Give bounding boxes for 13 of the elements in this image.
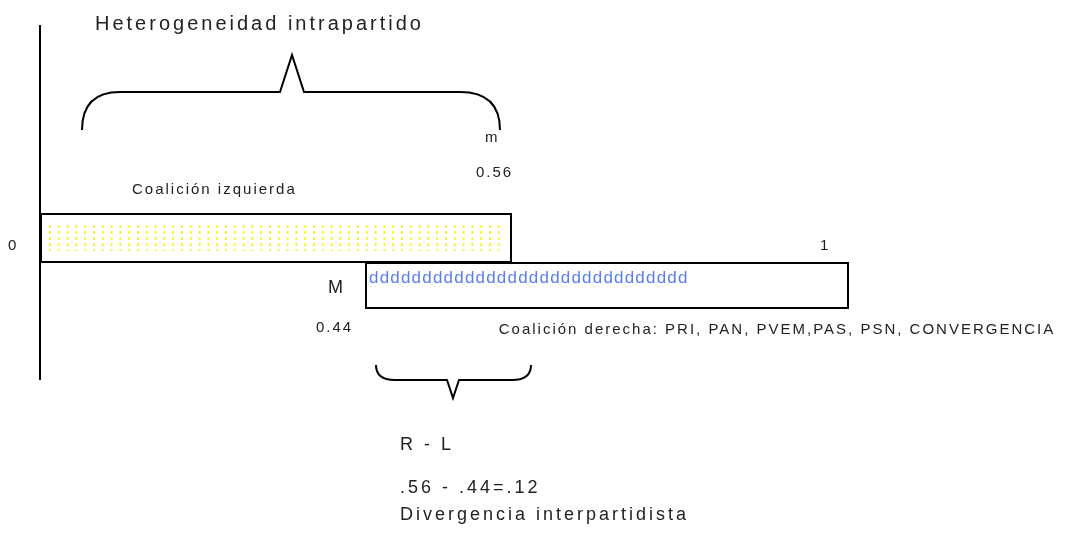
text-label: 0.44 xyxy=(316,318,354,335)
fill-pattern-text: dddddddddddddddddddddddddddddd xyxy=(369,268,689,288)
text-label: M xyxy=(328,277,344,298)
text-label: 1 xyxy=(820,236,830,253)
text-label: Divergencia interpartidista xyxy=(400,504,690,525)
text-label: m xyxy=(485,128,499,145)
text-label: Heterogeneidad intrapartido xyxy=(95,12,424,35)
text-label: .56 - .44=.12 xyxy=(400,477,541,498)
text-label: 0 xyxy=(8,236,18,253)
text-label: 0.56 xyxy=(476,163,514,180)
text-label: R - L xyxy=(400,434,454,455)
bar-heading: Coalición izquierda xyxy=(132,180,297,197)
bar-heading: Coalición derecha: PRI, PAN, PVEM,PAS, PSN, CONVERGENCIA xyxy=(497,319,1057,339)
